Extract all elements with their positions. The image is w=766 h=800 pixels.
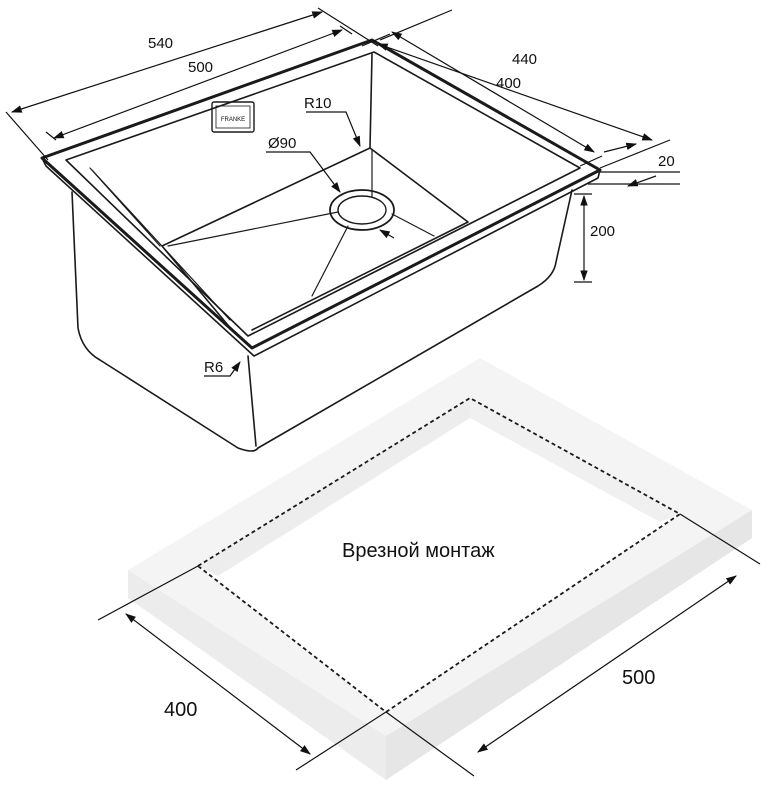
- drain-diameter-label: Ø90: [268, 135, 296, 152]
- svg-text:FRANKE: FRANKE: [221, 117, 245, 123]
- sink-dimensions: [5, 7, 680, 377]
- bowl-floor-right: [251, 147, 469, 331]
- bowl-wall-front: [257, 189, 573, 449]
- floor-facet-lines: [167, 149, 435, 297]
- radius-r10-label: R10: [304, 95, 332, 112]
- dim-500-label: 500: [188, 59, 213, 76]
- bowl-wall-shade: [89, 167, 231, 321]
- cutout-title: Врезной монтаж: [342, 540, 495, 562]
- countertop-slab: [128, 358, 752, 780]
- drain-outer: [329, 189, 395, 231]
- bowl-wall-left: [71, 191, 259, 452]
- bowl-back-corner: [369, 53, 373, 149]
- radius-r6-label: R6: [204, 359, 223, 376]
- cutout-outline: [196, 396, 682, 714]
- cutout-length-label: 500: [622, 667, 655, 689]
- cutout-dimensions: [97, 513, 761, 777]
- rim-thickness-edge: [41, 157, 601, 357]
- cutout-width-label: 400: [164, 699, 197, 721]
- dim-20-label: 20: [658, 153, 675, 170]
- dim-400-label: 400: [496, 75, 521, 92]
- drain-inner: [337, 195, 387, 225]
- dim-440-label: 440: [512, 51, 537, 68]
- bowl-front-corner: [247, 355, 257, 447]
- dim-540-label: 540: [148, 35, 173, 52]
- dim-200-label: 200: [590, 223, 615, 240]
